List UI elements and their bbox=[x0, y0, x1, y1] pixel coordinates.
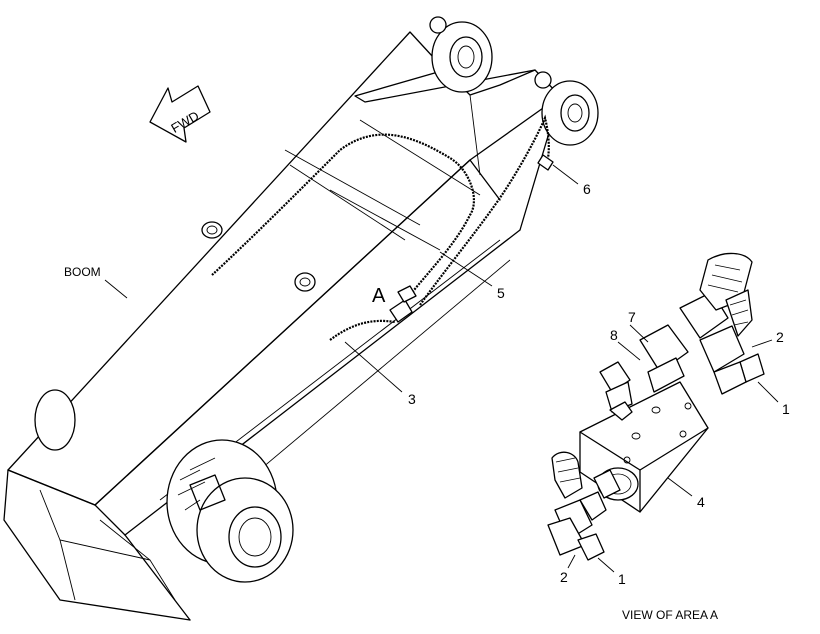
callout-1-top-leader bbox=[757, 381, 779, 403]
callout-3: 3 bbox=[408, 391, 416, 407]
callout-1-bottom: 1 bbox=[618, 571, 626, 587]
callout-4: 4 bbox=[697, 494, 705, 510]
callout-6: 6 bbox=[583, 181, 591, 197]
callout-3-leader bbox=[344, 341, 403, 393]
top-pin-right bbox=[534, 71, 599, 146]
boom-hoses bbox=[211, 114, 554, 341]
callout-2-top: 2 bbox=[776, 329, 784, 345]
callout-5-leader bbox=[439, 251, 493, 287]
forward-arrow-icon: FWD bbox=[149, 85, 211, 143]
callout-1-top: 1 bbox=[782, 401, 790, 417]
callout-1-bottom-leader bbox=[597, 557, 615, 573]
callout-7-leader bbox=[629, 324, 649, 343]
view-caption: VIEW OF AREA A bbox=[622, 608, 718, 622]
callout-7: 7 bbox=[628, 309, 636, 325]
callout-6-leader bbox=[552, 164, 579, 185]
callout-2-bottom: 2 bbox=[560, 569, 568, 585]
foot-pin bbox=[34, 389, 294, 583]
area-a-label: A bbox=[372, 285, 386, 307]
boom-label: BOOM bbox=[64, 265, 101, 279]
callout-2-top-leader bbox=[751, 339, 773, 348]
callout-8: 8 bbox=[610, 327, 618, 343]
callout-8-leader bbox=[617, 341, 641, 361]
top-pin-left bbox=[429, 16, 493, 93]
boom-leader bbox=[104, 279, 128, 299]
boom-body bbox=[3, 31, 561, 621]
callout-5: 5 bbox=[497, 285, 505, 301]
callout-2-bottom-leader bbox=[567, 554, 576, 569]
valve-assembly bbox=[547, 252, 765, 561]
callout-4-leader bbox=[667, 477, 693, 497]
